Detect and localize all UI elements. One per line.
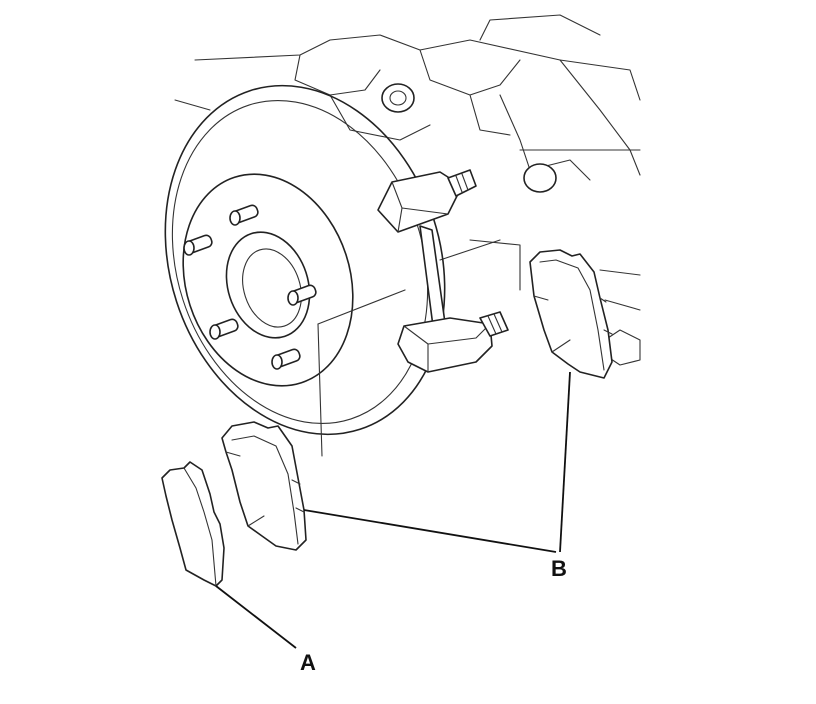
caliper-bracket — [377, 169, 509, 373]
wheel-studs — [183, 204, 317, 370]
leader-lines — [215, 289, 571, 649]
outer-brake-pad — [221, 421, 307, 551]
callout-label-a: A — [300, 650, 316, 675]
callout-label-b: B — [551, 556, 567, 581]
inner-brake-pad — [529, 249, 613, 379]
pad-shim — [161, 461, 225, 587]
suspension-background — [174, 14, 641, 366]
